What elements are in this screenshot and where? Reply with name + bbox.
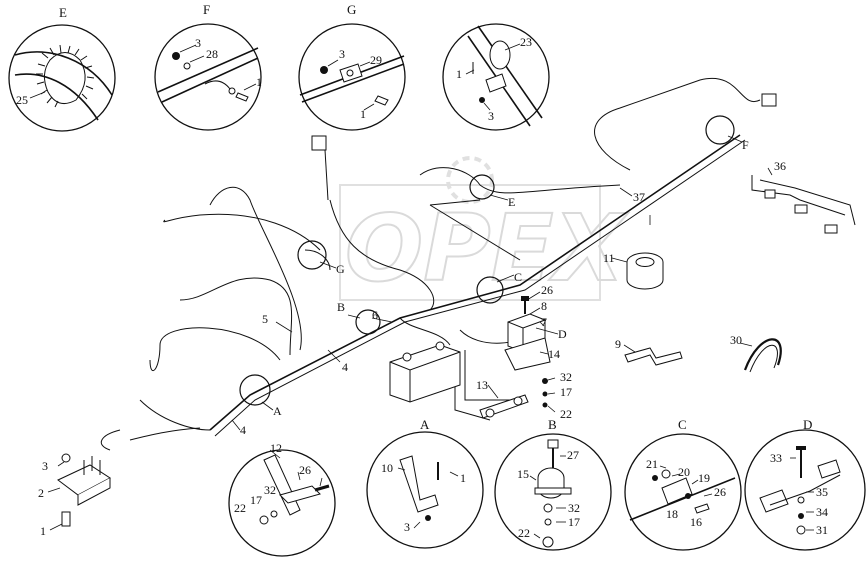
harness-36 xyxy=(751,175,856,234)
detail-circle-g: G 3 29 1 xyxy=(298,2,406,131)
label-8: 8 xyxy=(541,299,547,313)
detail-title-b: B xyxy=(548,417,557,432)
label-6: 6 xyxy=(372,308,378,322)
detail-circle-12: 12 26 32 17 22 xyxy=(228,441,336,557)
detail-circle-d: D 33 35 34 31 xyxy=(744,417,866,551)
label-g-main: G xyxy=(336,262,345,276)
callout-29: 29 xyxy=(370,53,382,67)
label-9: 9 xyxy=(615,337,621,351)
label-22-main: 22 xyxy=(560,407,572,421)
callout-1-f: 1 xyxy=(256,75,262,89)
callout-22-b: 22 xyxy=(518,526,530,540)
label-7: 7 xyxy=(541,315,547,329)
label-4a: 4 xyxy=(342,360,348,374)
main-leaders xyxy=(47,135,773,531)
detail-title-c: C xyxy=(678,417,687,432)
bracket-9 xyxy=(624,347,683,366)
callout-3-a: 3 xyxy=(404,520,410,534)
label-17-main: 17 xyxy=(560,385,572,399)
relay-box-d xyxy=(504,313,551,371)
bolt-stack-22 xyxy=(542,378,548,408)
callout-28: 28 xyxy=(206,47,218,61)
callout-26-c: 26 xyxy=(714,485,726,499)
bolt-26-top xyxy=(521,296,529,314)
callout-33: 33 xyxy=(770,451,782,465)
label-b-main: B xyxy=(337,300,345,314)
label-a-main: A xyxy=(273,404,282,418)
label-26-main: 26 xyxy=(541,283,553,297)
callout-16: 16 xyxy=(690,515,702,529)
callout-3-f: 3 xyxy=(195,36,201,50)
callout-17-b: 17 xyxy=(568,515,580,529)
callout-3-g: 3 xyxy=(339,47,345,61)
callout-19: 19 xyxy=(698,471,710,485)
callout-26-c12: 26 xyxy=(299,463,311,477)
callout-17-c12: 17 xyxy=(250,493,262,507)
callout-23: 23 xyxy=(520,35,532,49)
callout-15: 15 xyxy=(517,467,529,481)
detail-title-d: D xyxy=(803,417,812,432)
callout-32-b: 32 xyxy=(568,501,580,515)
callout-32-c12: 32 xyxy=(264,483,276,497)
detail-circle-23: 23 1 3 xyxy=(442,23,550,131)
label-5: 5 xyxy=(262,312,268,326)
callout-21: 21 xyxy=(646,457,658,471)
callout-27: 27 xyxy=(567,448,579,462)
hose-30 xyxy=(743,338,782,373)
detail-title-g: G xyxy=(347,2,356,17)
callout-20: 20 xyxy=(678,465,690,479)
callout-35: 35 xyxy=(816,485,828,499)
watermark-logo: OPEX xyxy=(339,156,629,303)
detail-title-f: F xyxy=(203,2,210,17)
label-11: 11 xyxy=(603,251,615,265)
label-d-main: D xyxy=(558,327,567,341)
label-1-bracket: 1 xyxy=(40,524,46,538)
callout-25: 25 xyxy=(16,93,28,107)
label-c-main: C xyxy=(514,270,522,284)
label-f-main: F xyxy=(742,138,749,152)
callout-1-a: 1 xyxy=(460,471,466,485)
watermark-text: OPEX xyxy=(345,195,628,302)
callout-18: 18 xyxy=(666,507,678,521)
label-14: 14 xyxy=(548,347,560,361)
label-2: 2 xyxy=(38,486,44,500)
detail-circle-c: C 21 20 19 26 18 16 xyxy=(624,417,742,551)
label-e-main: E xyxy=(508,195,515,209)
detail-title-a: A xyxy=(420,417,430,432)
callout-1-c23: 1 xyxy=(456,67,462,81)
clamp-13 xyxy=(479,394,529,419)
main-labels: F E G A B C D 37 11 9 30 36 26 8 7 14 32… xyxy=(38,138,786,538)
label-4b: 4 xyxy=(240,423,246,437)
callout-31: 31 xyxy=(816,523,828,537)
label-13: 13 xyxy=(476,378,488,392)
detail-circle-f: F 3 28 1 xyxy=(154,2,262,131)
label-3-bracket: 3 xyxy=(42,459,48,473)
callout-34: 34 xyxy=(816,505,828,519)
battery xyxy=(389,341,461,403)
callout-10: 10 xyxy=(381,461,393,475)
callout-22-c12: 22 xyxy=(234,501,246,515)
bracket-2 xyxy=(57,453,111,527)
label-37: 37 xyxy=(633,190,645,204)
detail-circle-e: E 25 xyxy=(8,5,116,132)
main-harness xyxy=(100,77,777,451)
callout-12: 12 xyxy=(270,441,282,455)
detail-title-e: E xyxy=(59,5,67,20)
callout-1-g: 1 xyxy=(360,107,366,121)
ring-11 xyxy=(626,252,664,290)
detail-circle-b: B 27 15 32 17 22 xyxy=(494,417,612,551)
harness-markers xyxy=(239,115,735,406)
callout-3-c23: 3 xyxy=(488,109,494,123)
label-36: 36 xyxy=(774,159,786,173)
label-30: 30 xyxy=(730,333,742,347)
detail-circle-a: A 10 1 3 xyxy=(366,417,484,549)
label-32-main: 32 xyxy=(560,370,572,384)
